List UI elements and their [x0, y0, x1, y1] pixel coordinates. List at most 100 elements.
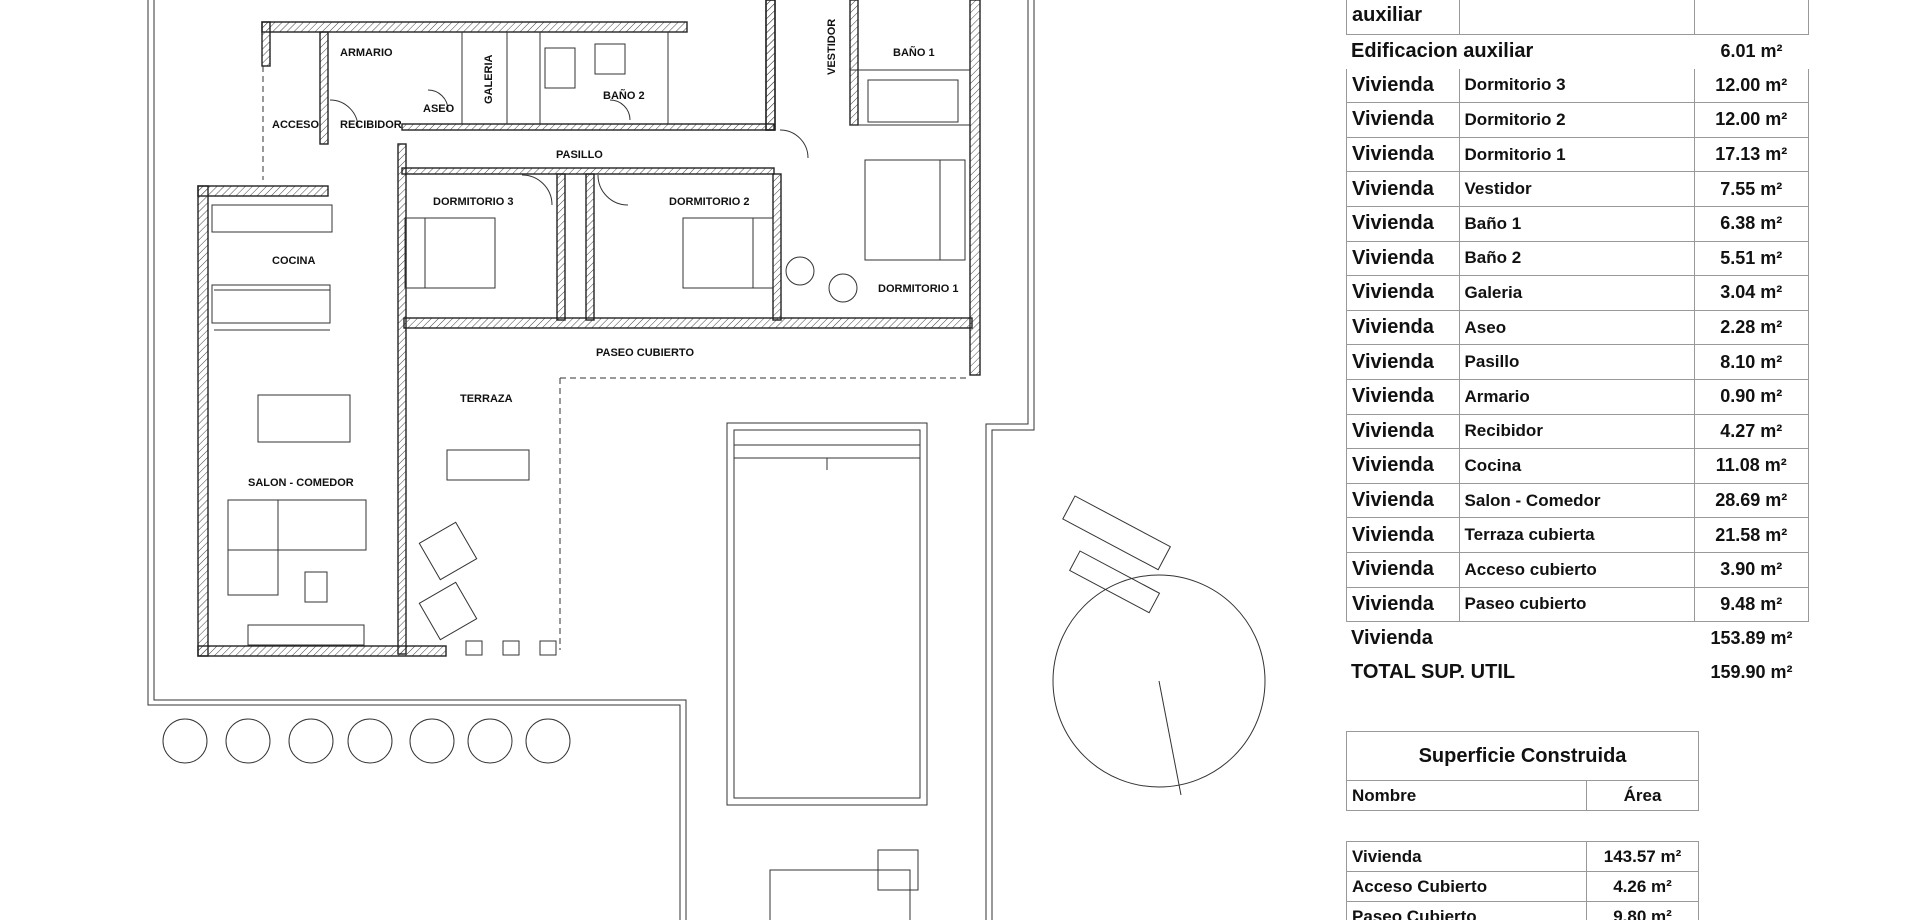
- row-room: Cocina: [1458, 449, 1694, 483]
- subtotal-row: Vivienda 153.89 m²: [1346, 622, 1809, 656]
- row-type: Vivienda: [1352, 246, 1434, 269]
- row-room: Armario: [1458, 379, 1694, 414]
- table-row: Acceso Cubierto 4.26 m²: [1346, 872, 1699, 902]
- label-aseo: ASEO: [423, 103, 455, 115]
- label-armario: ARMARIO: [340, 47, 393, 59]
- row-name: Paseo Cubierto: [1347, 902, 1587, 920]
- parasol-and-loungers: [1052, 495, 1266, 796]
- label-vestidor: VESTIDOR: [826, 19, 838, 75]
- aux-area: 6.01 m²: [1720, 41, 1783, 62]
- row-area: 28.69 m²: [1693, 483, 1809, 518]
- table-row: Vivienda 143.57 m²: [1346, 841, 1699, 872]
- row-area: 21.58 m²: [1693, 518, 1809, 552]
- garden-shrubs: [162, 718, 571, 764]
- row-area: 12.00 m²: [1693, 103, 1809, 137]
- row-area: 3.90 m²: [1693, 552, 1809, 587]
- label-paseo-cubierto: PASEO CUBIERTO: [596, 347, 694, 359]
- col-name: Nombre: [1347, 781, 1587, 810]
- row-type: Vivienda: [1352, 558, 1434, 581]
- row-room: Dormitorio 2: [1458, 103, 1694, 137]
- row-area: 6.38 m²: [1693, 206, 1809, 241]
- plot-boundary: [147, 0, 1035, 920]
- furniture: [211, 43, 966, 656]
- row-room: Pasillo: [1458, 345, 1694, 379]
- door-swings: [329, 89, 809, 206]
- row-room: Acceso cubierto: [1458, 552, 1694, 587]
- row-name: Vivienda: [1347, 842, 1587, 871]
- subtotal-label: Vivienda: [1351, 627, 1433, 650]
- row-area: 11.08 m²: [1693, 449, 1809, 483]
- label-bano2: BAÑO 2: [603, 89, 645, 102]
- aux-label: Edificacion auxiliar: [1351, 40, 1534, 63]
- row-room: Terraza cubierta: [1458, 518, 1694, 552]
- interior-partitions: [214, 32, 970, 650]
- row-area: 17.13 m²: [1693, 137, 1809, 172]
- row-area: 0.90 m²: [1693, 379, 1809, 414]
- built-area-header: Nombre Área: [1346, 781, 1699, 811]
- label-pasillo: PASILLO: [556, 149, 603, 161]
- label-salon-comedor: SALON - COMEDOR: [248, 477, 354, 489]
- row-room: Paseo cubierto: [1458, 587, 1694, 622]
- row-type: Vivienda: [1352, 316, 1434, 339]
- label-recibidor: RECIBIDOR: [340, 119, 402, 131]
- pool: [726, 422, 928, 806]
- label-dormitorio2: DORMITORIO 2: [669, 196, 749, 208]
- total-area: 159.90 m²: [1710, 661, 1793, 682]
- table-row: Paseo Cubierto 9.80 m²: [1346, 902, 1699, 920]
- cell-empty: [1693, 0, 1809, 34]
- row-area: 2.28 m²: [1693, 310, 1809, 345]
- row-type: Vivienda: [1352, 143, 1434, 166]
- exterior-walls: [197, 0, 981, 657]
- row-type: Vivienda: [1352, 385, 1434, 408]
- row-type: Vivienda: [1352, 523, 1434, 546]
- row-area: 9.80 m²: [1613, 906, 1672, 920]
- table-row: auxiliar: [1346, 0, 1809, 35]
- label-dormitorio3: DORMITORIO 3: [433, 196, 513, 208]
- row-area: 12.00 m²: [1693, 68, 1809, 103]
- label-acceso: ACCESO: [272, 119, 320, 131]
- row-type: Vivienda: [1352, 177, 1434, 200]
- total-label: TOTAL SUP. UTIL: [1351, 660, 1516, 683]
- row-type: Vivienda: [1352, 212, 1434, 235]
- row-area: 7.55 m²: [1693, 172, 1809, 206]
- row-area: 4.26 m²: [1613, 876, 1672, 896]
- label-bano1: BAÑO 1: [893, 46, 935, 59]
- row-area: 8.10 m²: [1693, 345, 1809, 379]
- total-row: TOTAL SUP. UTIL 159.90 m²: [1346, 656, 1809, 690]
- row-area: 3.04 m²: [1693, 276, 1809, 310]
- row-room: Aseo: [1458, 310, 1694, 345]
- label-dormitorio1: DORMITORIO 1: [878, 283, 958, 295]
- row-type: Vivienda: [1352, 108, 1434, 131]
- col-area: Área: [1623, 785, 1662, 805]
- row-room: Dormitorio 3: [1458, 68, 1694, 103]
- row-type: Vivienda: [1352, 73, 1434, 96]
- row-type: Vivienda: [1352, 592, 1434, 615]
- row-area: 143.57 m²: [1603, 846, 1682, 866]
- row-type: Vivienda: [1352, 419, 1434, 442]
- aux-row: Edificacion auxiliar 6.01 m²: [1346, 35, 1809, 69]
- row-name: Acceso Cubierto: [1347, 872, 1587, 901]
- row-room: Vestidor: [1458, 172, 1694, 206]
- row-room: Baño 2: [1458, 241, 1694, 276]
- aux-fragment: auxiliar: [1352, 4, 1423, 26]
- pool-house: [769, 849, 919, 920]
- built-area-title: Superficie Construida: [1346, 731, 1699, 781]
- label-terraza: TERRAZA: [460, 393, 513, 405]
- row-type: Vivienda: [1352, 454, 1434, 477]
- built-area-table: Superficie Construida Nombre Área Vivien…: [1346, 731, 1699, 920]
- row-type: Vivienda: [1352, 350, 1434, 373]
